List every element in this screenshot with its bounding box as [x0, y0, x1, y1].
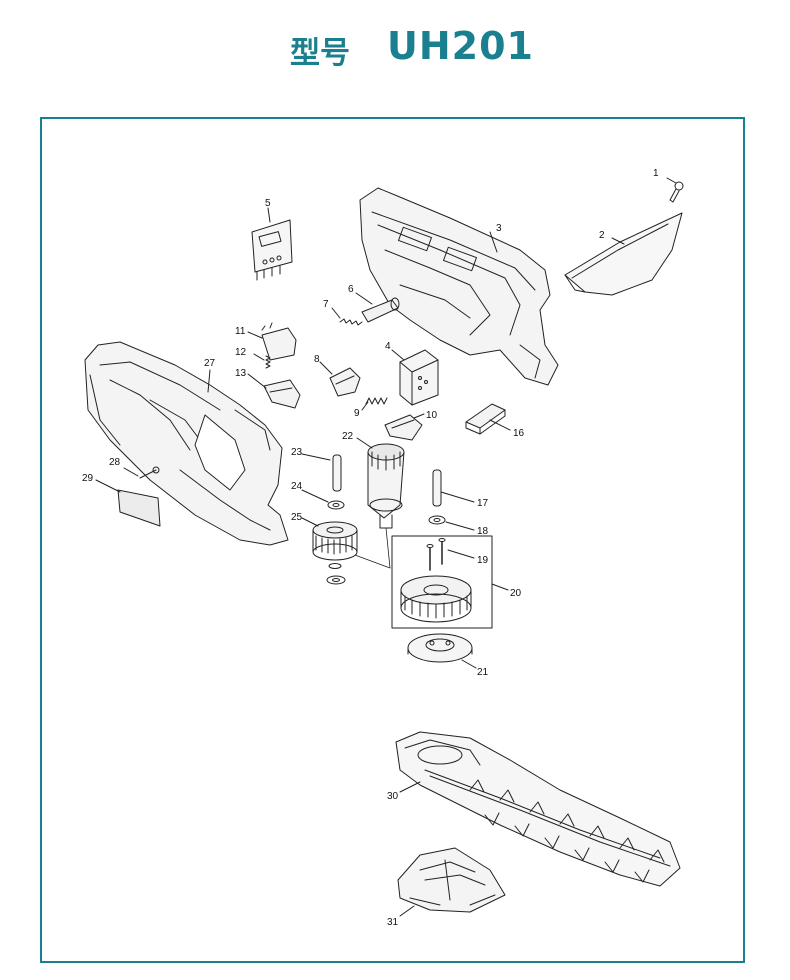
part-num-22: 22 [342, 431, 354, 442]
part-num-1: 1 [653, 168, 659, 179]
part-13-button [247, 373, 301, 409]
part-num-5: 5 [265, 198, 271, 209]
part-30-blade [395, 731, 681, 887]
part-28-screw [123, 466, 160, 479]
part-num-10: 10 [426, 410, 438, 421]
diagram-frame [40, 117, 745, 963]
part-24-washer [301, 489, 345, 510]
part-25-gear [301, 517, 358, 569]
part-num-16: 16 [513, 428, 525, 439]
part-num-20: 20 [510, 588, 522, 599]
part-num-7: 7 [323, 299, 329, 310]
part-num-6: 6 [348, 284, 354, 295]
part-17-shaft [432, 469, 475, 507]
part-num-28: 28 [109, 457, 121, 468]
part-23-shaft [301, 453, 342, 492]
page-title: 型号 UH201 [0, 24, 790, 72]
part-9-spring [361, 397, 388, 411]
model-number: UH201 [387, 24, 534, 68]
part-num-19: 19 [477, 555, 489, 566]
part-27-handle-housing [84, 341, 289, 546]
part-22-motor [356, 437, 405, 529]
part-4-block [391, 349, 439, 406]
part-num-25: 25 [291, 512, 303, 523]
part-num-17: 17 [477, 498, 489, 509]
part-16-bar [465, 403, 511, 435]
part-num-27: 27 [204, 358, 216, 369]
part-10-holder [384, 413, 425, 441]
part-num-21: 21 [477, 667, 489, 678]
part-18-washer [428, 515, 475, 531]
part-6-pin [355, 292, 400, 323]
part-num-8: 8 [314, 354, 320, 365]
part-25-washer [326, 575, 346, 585]
part-num-13: 13 [235, 368, 247, 379]
part-2-cover [564, 212, 683, 296]
part-21-plate [407, 633, 477, 669]
part-29-label [95, 479, 161, 527]
part-num-31: 31 [387, 917, 399, 928]
part-num-30: 30 [387, 791, 399, 802]
part-num-11: 11 [235, 326, 246, 337]
part-31-base-cover [397, 847, 506, 917]
part-num-3: 3 [496, 223, 502, 234]
part-1-screw [666, 177, 684, 203]
part-num-29: 29 [82, 473, 94, 484]
part-num-18: 18 [477, 526, 489, 537]
part-num-23: 23 [291, 447, 303, 458]
part-num-4: 4 [385, 341, 391, 352]
part-numbers: 1 2 3 4 5 6 7 8 9 10 11 12 13 16 17 18 1… [82, 168, 659, 928]
part-num-24: 24 [291, 481, 303, 492]
part-num-12: 12 [235, 347, 247, 358]
part-3-housing [359, 187, 559, 386]
part-num-9: 9 [354, 408, 360, 419]
part-11-switch [247, 322, 297, 361]
part-7-spring [331, 307, 363, 326]
model-label: 型号 [290, 36, 350, 71]
part-num-2: 2 [599, 230, 605, 241]
part-8-clip [319, 361, 361, 397]
part-20-gear-assembly [391, 535, 509, 629]
part-12-spring [253, 353, 271, 369]
part-5-board [251, 207, 293, 281]
